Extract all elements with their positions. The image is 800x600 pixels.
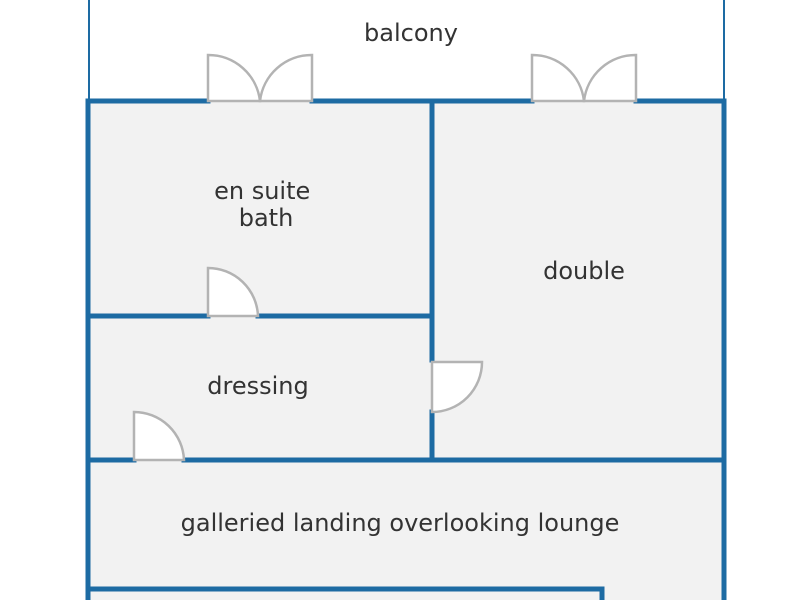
doors (132, 53, 638, 462)
double-label: double (543, 257, 625, 285)
en-suite-bath-label-line2: bath (239, 204, 294, 232)
dressing-label: dressing (207, 372, 308, 400)
balcony-label: balcony (364, 19, 458, 47)
walls (85, 98, 727, 600)
bath-door (206, 266, 260, 318)
galleried-landing-room (90, 460, 724, 600)
en-suite-bath-room (90, 102, 432, 316)
french-door-right (530, 53, 638, 103)
dressing-door (132, 410, 186, 462)
french-door-left (206, 53, 314, 103)
en-suite-bath-label: en suite bath (214, 177, 318, 232)
en-suite-bath-label-line1: en suite (214, 177, 310, 205)
double-room (432, 102, 724, 460)
balcony-railing (88, 0, 725, 100)
double-room-door (430, 360, 484, 414)
galleried-landing-label: galleried landing overlooking lounge (181, 509, 620, 537)
